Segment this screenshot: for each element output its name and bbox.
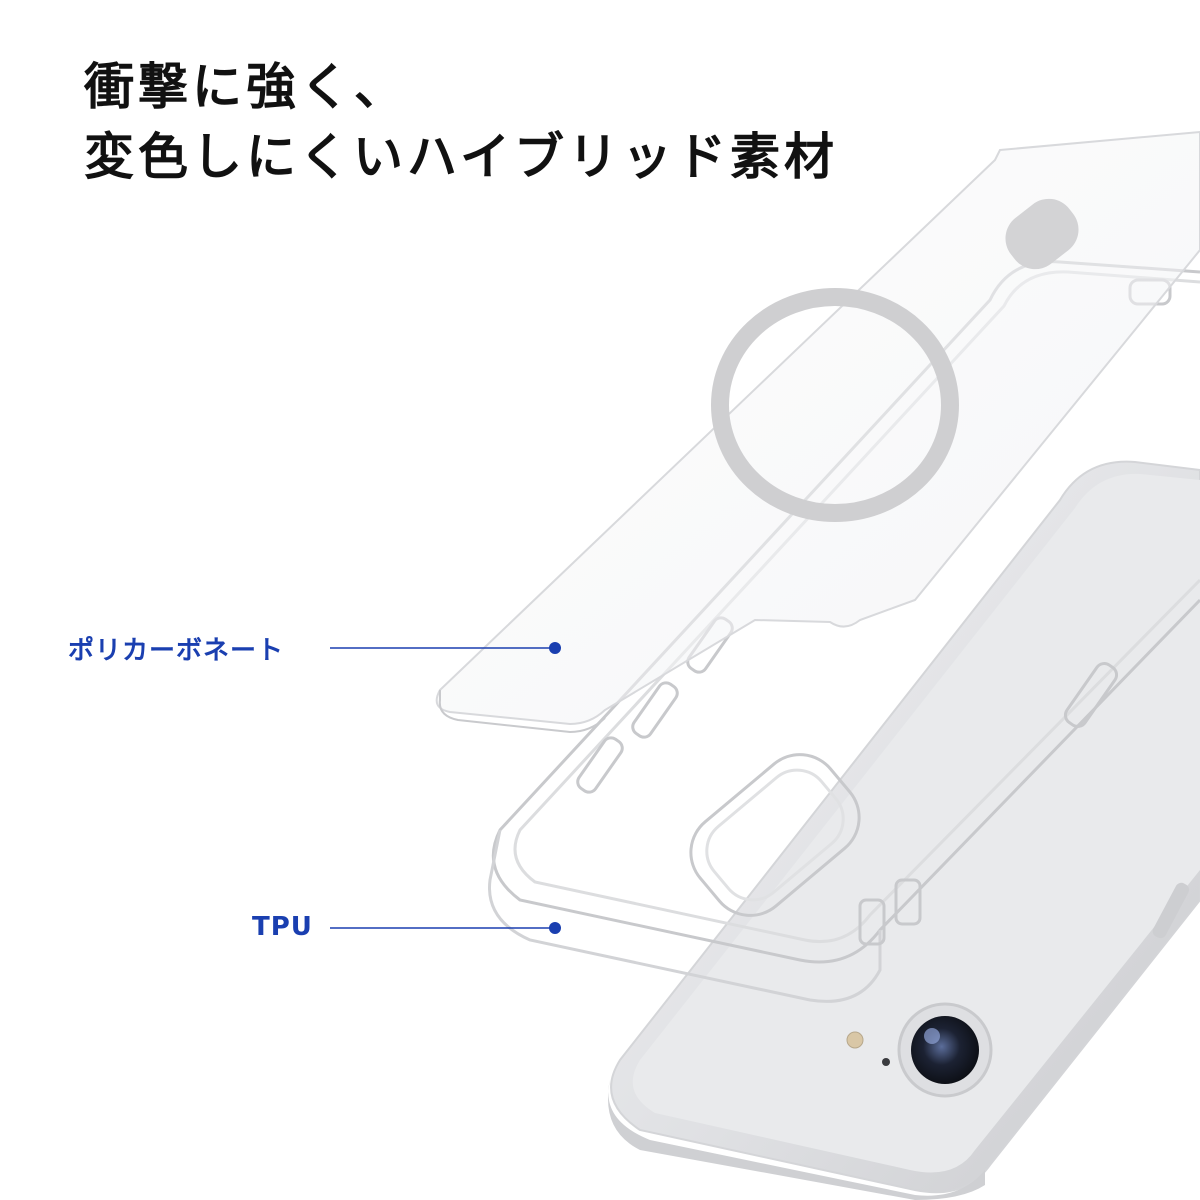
headline-line-2: 変色しにくいハイブリッド素材 <box>84 128 838 186</box>
callout-leaders <box>330 642 561 934</box>
tpu-label: TPU <box>252 912 313 942</box>
polycarbonate-plate <box>435 130 1200 734</box>
polycarbonate-leader-dot <box>549 642 561 654</box>
camera-module <box>846 1002 993 1098</box>
polycarbonate-label: ポリカーボネート <box>68 636 285 666</box>
tpu-leader-dot <box>549 922 561 934</box>
headline-line-1: 衝撃に強く、 <box>84 58 408 116</box>
phone-body <box>608 460 1200 1200</box>
headline: 衝撃に強く、 変色しにくいハイブリッド素材 <box>84 52 838 192</box>
